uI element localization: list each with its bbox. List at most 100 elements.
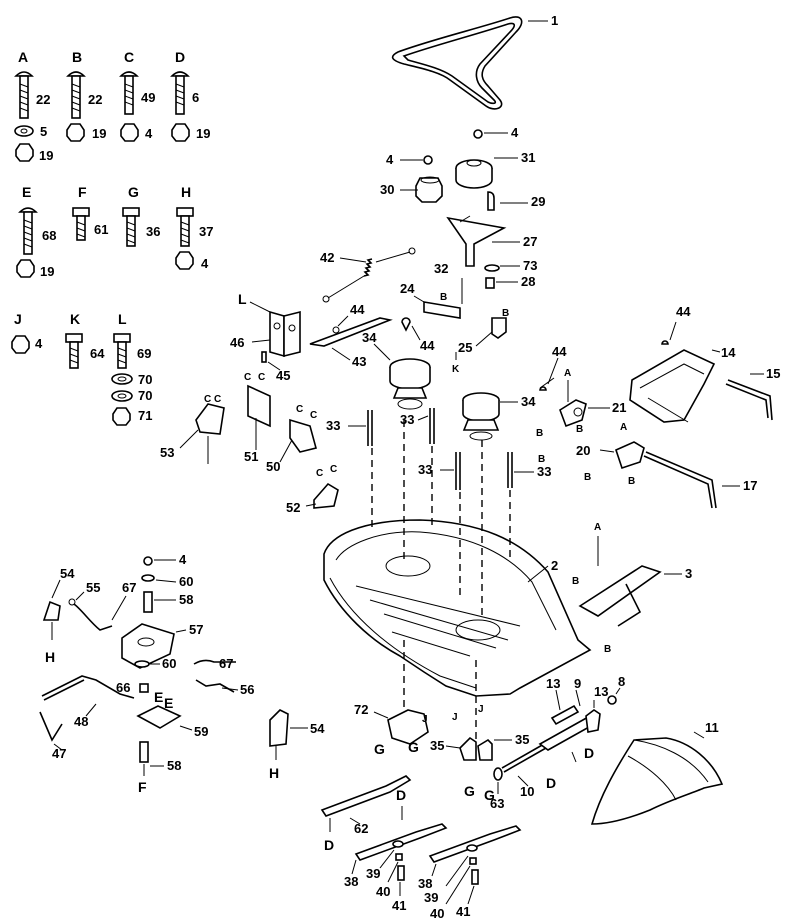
ref-g-4: G: [484, 787, 495, 803]
bracket-51: C C 51: [244, 372, 271, 464]
callout-63: 63: [490, 796, 504, 811]
callout-38a: 38: [344, 874, 358, 889]
hw-d-bolt: 6: [192, 90, 199, 105]
callout-33b: 33: [400, 412, 414, 427]
deflector-bracket-3: A B B 3: [572, 522, 692, 655]
hw-g-bolt: 36: [146, 224, 160, 239]
hw-a-nut: 19: [39, 148, 53, 163]
ref-e-1: E: [154, 689, 163, 705]
ref-b-7: B: [628, 476, 635, 487]
callout-44b: 44: [420, 338, 435, 353]
bracket-54-lower: 54 H: [269, 709, 325, 781]
hw-letter-c: C: [124, 49, 134, 65]
hw-letter-a: A: [18, 49, 28, 65]
callout-67a: 67: [122, 580, 136, 595]
callout-38b: 38: [418, 876, 432, 891]
callout-10: 10: [520, 784, 534, 799]
washer-icon: [14, 125, 34, 137]
callout-35b: 35: [515, 732, 529, 747]
hw-l-washer-2: 70: [138, 388, 152, 403]
callout-31: 31: [521, 150, 535, 165]
spindle-pulley-left: 34: [362, 330, 431, 410]
hw-letter-l: L: [118, 311, 127, 327]
spring-42: 42: [320, 247, 416, 303]
hw-letter-b: B: [72, 49, 82, 65]
callout-48: 48: [74, 714, 88, 729]
washer-icon: [111, 373, 133, 385]
callout-4c: 4: [179, 552, 187, 567]
callout-20: 20: [576, 443, 590, 458]
callout-14: 14: [721, 345, 736, 360]
ref-a-3: A: [594, 522, 601, 533]
callout-72: 72: [354, 702, 368, 717]
height-adjust-linkage: 4 60 58 57 55 67 H 54 60 67 56 66 E E: [39, 552, 254, 795]
callout-41b: 41: [456, 904, 470, 919]
callout-53: 53: [160, 445, 174, 460]
callout-30: 30: [380, 182, 394, 197]
carriage-bolt-icon: [170, 71, 190, 115]
callout-9: 9: [574, 676, 581, 691]
ref-j-3: J: [478, 704, 484, 715]
callout-24: 24: [400, 281, 415, 296]
carriage-bolt-icon: [66, 71, 86, 119]
blade-left: 38 39 40 41: [344, 823, 448, 913]
ref-l-1: L: [238, 291, 247, 307]
bracket-50: C C 50: [266, 404, 317, 474]
mounting-bracket-14: 14 44: [629, 304, 736, 423]
hw-l-washer-1: 70: [138, 372, 152, 387]
callout-40a: 40: [376, 884, 390, 899]
locknut-icon: [15, 143, 34, 162]
hw-h-bolt: 37: [199, 224, 213, 239]
ref-b-8: B: [572, 576, 579, 587]
callout-46: 46: [230, 335, 244, 350]
hex-bolt-icon: [176, 207, 194, 247]
callout-13b: 13: [594, 684, 608, 699]
bracket-46: L 46 45: [230, 291, 301, 383]
ref-c-7: C: [316, 468, 323, 479]
hw-letter-j: J: [14, 311, 22, 327]
callout-33a: 33: [326, 418, 340, 433]
locknut-icon: [16, 259, 35, 278]
ref-c-4: C: [258, 372, 265, 383]
ref-j-2: J: [452, 712, 458, 723]
hw-b-nut: 19: [92, 126, 106, 141]
control-link-43: 44 43: [309, 302, 393, 369]
ref-j-1: J: [422, 714, 428, 725]
callout-29: 29: [531, 194, 545, 209]
hex-bolt-icon: [65, 333, 83, 369]
callout-47: 47: [52, 746, 66, 761]
callout-2: 2: [551, 558, 558, 573]
blade-brake-linkage: 10 D D 13 9 13 8: [501, 674, 625, 799]
hex-bolt-icon: [122, 207, 140, 247]
bracket-52: C C 52: [286, 464, 339, 515]
callout-55: 55: [86, 580, 100, 595]
callout-57: 57: [189, 622, 203, 637]
hw-l-bolt: 69: [137, 346, 151, 361]
hw-k-bolt: 64: [90, 346, 105, 361]
ref-h-1: H: [45, 649, 55, 665]
locknut-icon: [112, 407, 131, 426]
callout-39b: 39: [424, 890, 438, 905]
discharge-chute-11: 11: [590, 720, 724, 825]
blade-adapter-62: D D 62: [320, 775, 412, 853]
locknut-icon: [120, 123, 139, 142]
mower-deck-2: 2: [323, 519, 592, 697]
callout-54a: 54: [60, 566, 75, 581]
callout-13a: 13: [546, 676, 560, 691]
ref-k-1: K: [452, 364, 460, 375]
hw-c-nut: 4: [145, 126, 153, 141]
hw-letter-g: G: [128, 184, 139, 200]
callout-50: 50: [266, 459, 280, 474]
ref-b-4: B: [536, 428, 543, 439]
hw-letter-h: H: [181, 184, 191, 200]
callout-44d: 44: [676, 304, 691, 319]
callout-45: 45: [276, 368, 290, 383]
hex-bolt-icon: [72, 207, 90, 241]
callout-60a: 60: [179, 574, 193, 589]
callout-8: 8: [618, 674, 625, 689]
carriage-bolt-icon: [18, 207, 38, 255]
ref-d-1: D: [546, 775, 556, 791]
hw-letter-d: D: [175, 49, 185, 65]
callout-66: 66: [116, 680, 130, 695]
callout-21: 21: [612, 400, 626, 415]
